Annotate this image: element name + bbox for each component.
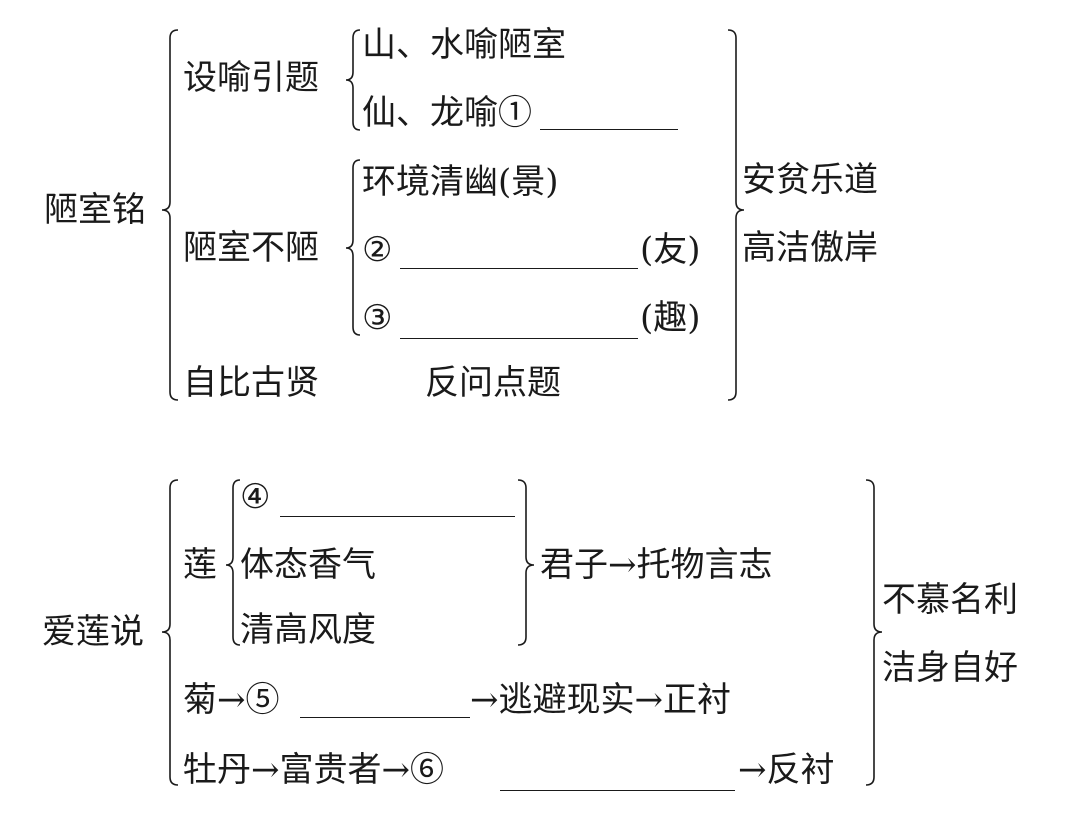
bottom-theme-1: 不慕名利 xyxy=(882,580,1018,620)
brace-1 xyxy=(345,29,361,131)
blank-1[interactable] xyxy=(540,129,678,130)
brace-3 xyxy=(727,29,745,401)
top-theme-2: 高洁傲岸 xyxy=(742,228,878,268)
brace-2 xyxy=(345,159,361,336)
blank-3-number: ③ xyxy=(362,298,393,338)
peony-end: →反衬 xyxy=(738,750,835,790)
blank-4[interactable] xyxy=(280,516,515,517)
sage-note: 反问点题 xyxy=(425,363,561,403)
chrysanthemum-start: 菊→⑤ xyxy=(183,680,280,720)
room-item-friend: (友) xyxy=(640,230,701,270)
room-item-fun: (趣) xyxy=(640,298,701,338)
brace-6 xyxy=(517,479,535,646)
blank-4-number: ④ xyxy=(240,477,271,517)
blank-5[interactable] xyxy=(300,717,470,718)
lotus-item-2: 体态香气 xyxy=(240,545,376,585)
blank-3[interactable] xyxy=(400,338,638,339)
intro-item-2: 仙、龙喻① xyxy=(362,93,532,133)
root-loushiming: 陋室铭 xyxy=(44,190,146,230)
peony-start: 牡丹→富贵者→⑥ xyxy=(183,750,444,790)
room-item-scene: 环境清幽(景) xyxy=(362,162,559,202)
lotus-item-3: 清高风度 xyxy=(240,610,376,650)
root-ailianshuo: 爱莲说 xyxy=(42,612,144,652)
branch-sage: 自比古贤 xyxy=(183,363,319,403)
brace-5 xyxy=(225,479,241,646)
brace-0 xyxy=(161,29,179,401)
bottom-theme-2: 洁身自好 xyxy=(882,648,1018,688)
lotus-result: 君子→托物言志 xyxy=(540,545,773,585)
blank-2[interactable] xyxy=(400,268,638,269)
brace-7 xyxy=(865,479,883,786)
branch-intro: 设喻引题 xyxy=(183,58,319,98)
top-theme-1: 安贫乐道 xyxy=(742,160,878,200)
blank-2-number: ② xyxy=(362,230,393,270)
branch-room: 陋室不陋 xyxy=(183,228,319,268)
blank-6[interactable] xyxy=(500,790,735,791)
brace-4 xyxy=(161,479,179,786)
chrysanthemum-end: →逃避现实→正衬 xyxy=(470,680,731,720)
branch-lotus: 莲 xyxy=(183,545,217,585)
intro-item-1: 山、水喻陋室 xyxy=(362,25,566,65)
